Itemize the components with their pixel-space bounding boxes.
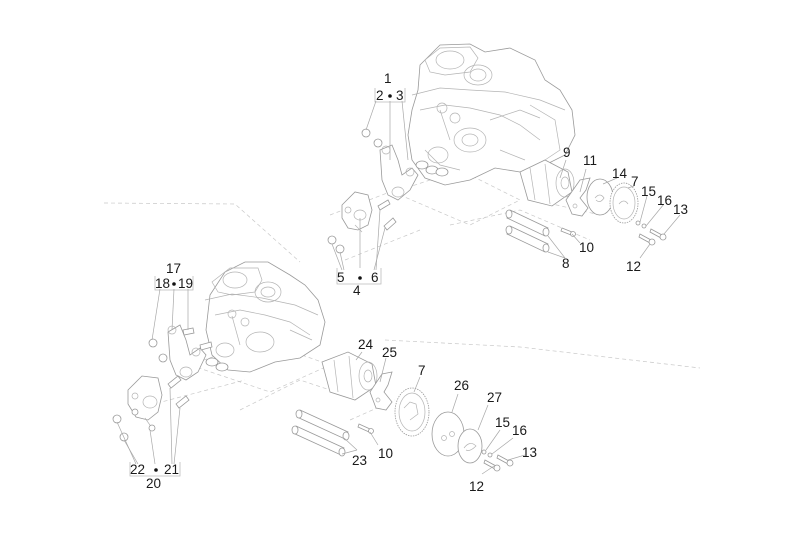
upper-rocker-arm-1 bbox=[379, 144, 419, 201]
callout-14[interactable]: 14 bbox=[612, 166, 628, 181]
upper-cylinder-head bbox=[407, 43, 576, 186]
upper-cam-sprocket bbox=[609, 182, 639, 224]
callout-1[interactable]: 1 bbox=[384, 71, 392, 86]
upper-disc bbox=[586, 178, 614, 216]
callout-labels: 1 2 3 4 5 6 9 11 14 7 15 16 13 10 12 8 1… bbox=[130, 71, 688, 494]
callout-18[interactable]: 18 bbox=[155, 276, 170, 291]
callout-26[interactable]: 26 bbox=[454, 378, 469, 393]
kit-separator-dot bbox=[388, 94, 392, 98]
lower-cam-sprocket bbox=[394, 387, 430, 437]
callout-12[interactable]: 12 bbox=[626, 259, 641, 274]
callout-6[interactable]: 6 bbox=[371, 270, 379, 285]
upper-valve-caps bbox=[415, 160, 449, 177]
kit-separator-dot bbox=[172, 282, 176, 286]
callout-10[interactable]: 10 bbox=[579, 240, 594, 255]
callout-7[interactable]: 7 bbox=[631, 174, 639, 189]
callout-16[interactable]: 16 bbox=[657, 193, 672, 208]
callout-12-lower[interactable]: 12 bbox=[469, 479, 484, 494]
upper-nuts bbox=[327, 128, 383, 254]
callout-10-lower[interactable]: 10 bbox=[378, 446, 393, 461]
callout-5[interactable]: 5 bbox=[337, 270, 345, 285]
lower-thrust-plate bbox=[369, 371, 393, 411]
lower-cylinder-head bbox=[204, 261, 326, 373]
callout-17[interactable]: 17 bbox=[166, 261, 181, 276]
callout-19[interactable]: 19 bbox=[178, 276, 193, 291]
leader-lines bbox=[116, 88, 681, 477]
lower-rocker-arm-2 bbox=[127, 375, 163, 432]
upper-bolts bbox=[560, 220, 667, 246]
callout-15-lower[interactable]: 15 bbox=[495, 415, 510, 430]
callout-7-lower[interactable]: 7 bbox=[418, 363, 426, 378]
lower-rocker-shafts bbox=[167, 327, 213, 409]
kit-separator-dot bbox=[358, 276, 362, 280]
callout-13[interactable]: 13 bbox=[673, 202, 688, 217]
lower-valve-caps bbox=[205, 357, 229, 372]
callout-27[interactable]: 27 bbox=[487, 390, 502, 405]
upper-rocker-arm-2 bbox=[341, 191, 373, 233]
callout-22[interactable]: 22 bbox=[130, 462, 145, 477]
callout-24[interactable]: 24 bbox=[358, 337, 374, 352]
lower-nuts bbox=[112, 338, 168, 442]
callout-2[interactable]: 2 bbox=[376, 88, 384, 103]
callout-9[interactable]: 9 bbox=[563, 145, 571, 160]
callout-25[interactable]: 25 bbox=[382, 345, 397, 360]
lower-disc-26 bbox=[431, 411, 465, 457]
callout-21[interactable]: 21 bbox=[164, 462, 179, 477]
lower-bolts bbox=[357, 423, 514, 472]
callout-3[interactable]: 3 bbox=[396, 88, 404, 103]
callout-11[interactable]: 11 bbox=[583, 153, 597, 168]
callout-20[interactable]: 20 bbox=[146, 476, 161, 491]
callout-15[interactable]: 15 bbox=[641, 184, 656, 199]
lower-disc-27 bbox=[457, 428, 483, 464]
lower-pushrods bbox=[291, 409, 350, 457]
callout-16-lower[interactable]: 16 bbox=[512, 423, 527, 438]
kit-separator-dot bbox=[154, 468, 158, 472]
callout-13-lower[interactable]: 13 bbox=[522, 445, 537, 460]
callout-8[interactable]: 8 bbox=[562, 256, 570, 271]
callout-4[interactable]: 4 bbox=[353, 283, 361, 298]
upper-pushrods bbox=[505, 209, 550, 253]
upper-rocker-shafts bbox=[377, 199, 397, 231]
lower-camshaft bbox=[321, 351, 378, 401]
callout-23[interactable]: 23 bbox=[352, 453, 367, 468]
